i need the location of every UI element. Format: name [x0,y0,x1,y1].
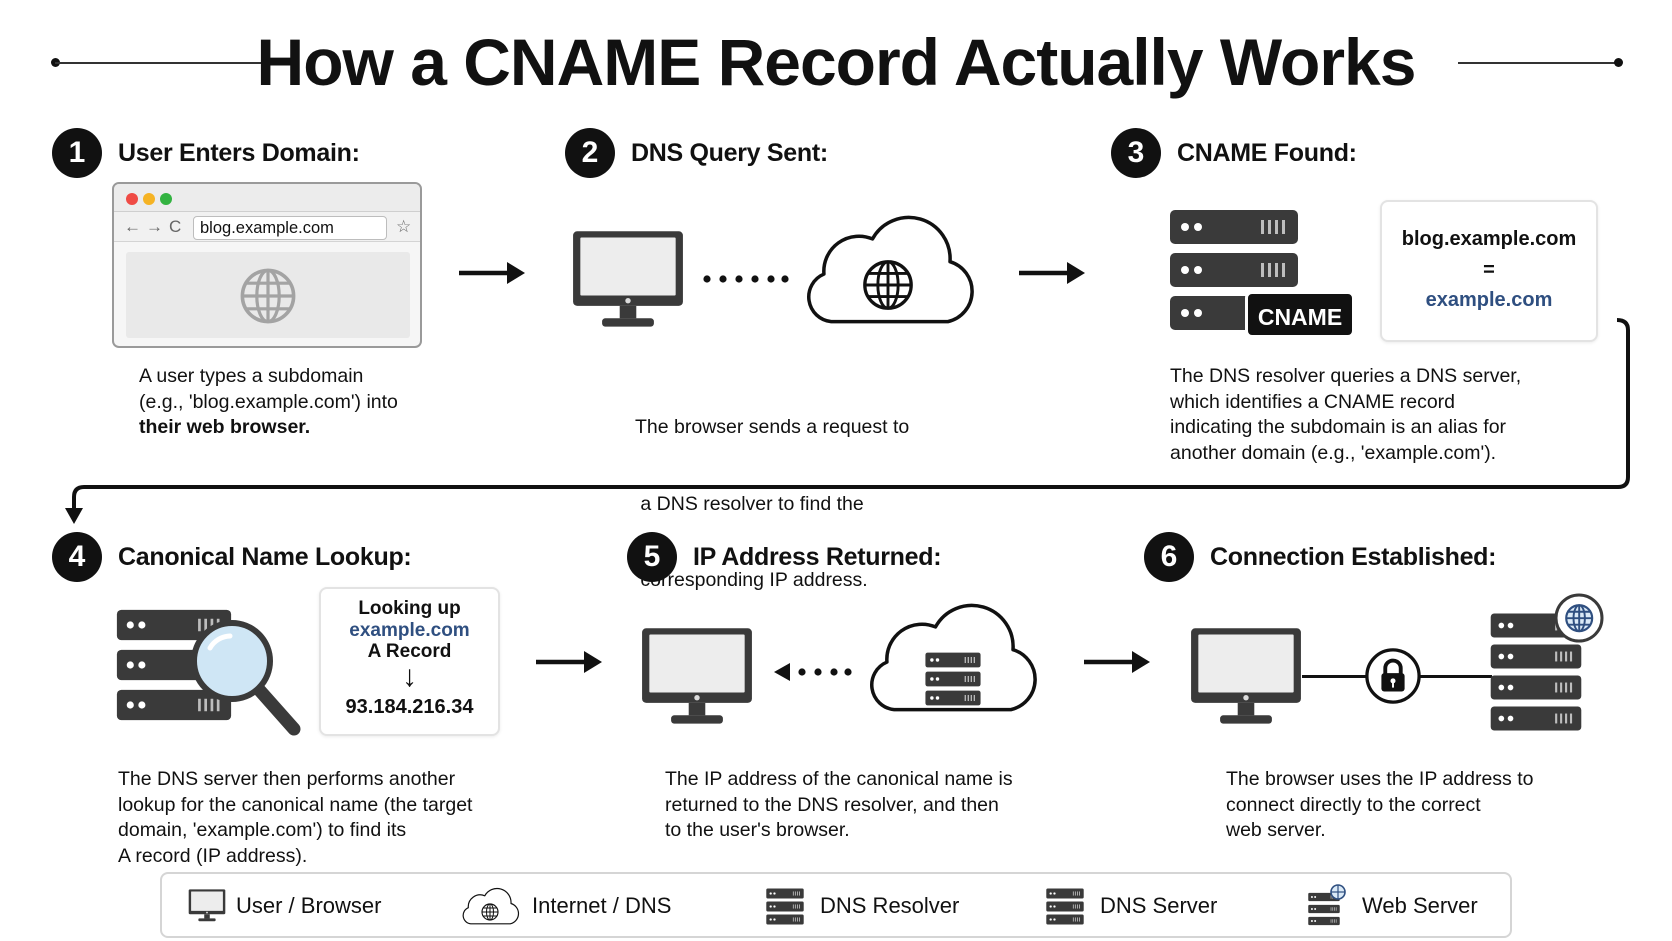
step-4-desc-line: The DNS server then performs another [118,768,456,790]
step-3-desc-line: another domain (e.g., 'example.com'). [1170,441,1497,464]
dns-server-search-icon [116,609,301,736]
step-2-desc-line: a DNS resolver to find the [635,492,864,515]
lookup-record-type: A Record [367,641,452,662]
step-6-description: The browser uses the IP address to conne… [1226,767,1606,844]
dotted-line-icon [703,275,789,283]
step-3-title: CNAME Found: [1177,139,1357,167]
legend-label-dns-server: DNS Server [1100,893,1218,918]
lookup-box: Looking up example.com A Record ↓ 93.184… [319,587,500,736]
dns-server-icon [925,652,981,706]
step-5-desc-line: The IP address of the canonical name is [665,768,1013,790]
step-6-title: Connection Established: [1210,543,1497,571]
step-2-desc-line: The browser sends a request to [635,416,910,438]
step-2-desc-line: corresponding IP address. [635,569,868,591]
legend-label-internet-dns: Internet / DNS [532,893,672,918]
cname-mapping-box: blog.example.com = example.com [1380,200,1598,342]
title-right-rule [1458,62,1618,64]
step-1-description: A user types a subdomain (e.g., 'blog.ex… [139,364,459,441]
step-6-desc-line: The browser uses the IP address to [1226,768,1534,790]
arrow-2-to-3-icon [1017,258,1087,288]
browser-window: ← → C blog.example.com ☆ [112,182,422,348]
maximize-dot-icon [160,193,172,205]
step-5-badge: 5 [627,532,677,582]
step-5-title: IP Address Returned: [693,543,942,571]
title-right-dot [1614,58,1623,67]
row-connector-arrow [65,318,1630,524]
step-6-desc-line: connect directly to the correct [1226,793,1481,816]
dns-server-icon [1046,888,1084,925]
step-3-desc-line: The DNS resolver queries a DNS server, [1170,365,1522,387]
browser-toolbar: ← → C blog.example.com ☆ [114,212,420,242]
step-1-desc-line: A user types a subdomain [139,365,364,387]
step-3-description: The DNS resolver queries a DNS server, w… [1170,364,1590,466]
legend-label-web-server: Web Server [1362,893,1478,918]
back-arrow-icon: ← [124,217,141,236]
step-4-title: Canonical Name Lookup: [118,543,412,571]
minimize-dot-icon [143,193,155,205]
lookup-ip-address: 93.184.216.34 [345,696,474,718]
step-1-badge: 1 [52,128,102,178]
step-4-desc-line: domain, 'example.com') to find its [118,819,407,841]
monitor-icon [1189,626,1303,730]
web-server-icon [1308,884,1346,926]
step-5-desc-line: to the user's browser. [665,819,850,841]
step-3-badge: 3 [1111,128,1161,178]
step-3-desc-line: which identifies a CNAME record [1170,390,1456,413]
step-3-desc-line: indicating the subdomain is an alias for [1170,416,1507,438]
step-5-description: The IP address of the canonical name is … [665,767,1065,844]
globe-icon [859,256,917,314]
bookmark-star-icon: ☆ [396,217,412,236]
monitor-icon [640,626,754,730]
step-2-badge: 2 [565,128,615,178]
lock-icon [1364,647,1422,705]
step-4-desc-line: lookup for the canonical name (the targe… [118,793,473,816]
step-4-badge: 4 [52,532,102,582]
dotted-return-arrow-icon [774,663,852,681]
step-1-desc-line: (e.g., 'blog.example.com') into [139,390,398,413]
lookup-label: Looking up [358,598,461,619]
title-left-rule [55,62,277,64]
forward-arrow-icon: → [146,217,163,236]
arrow-4-to-5-icon [534,647,604,677]
lookup-domain: example.com [349,620,470,641]
arrow-1-to-2-icon [457,258,527,288]
step-5-desc-line: returned to the DNS resolver, and then [665,793,999,816]
step-4-description: The DNS server then performs another loo… [118,767,518,869]
globe-icon [480,902,500,922]
step-2-description: The browser sends a request to a DNS res… [635,364,965,619]
step-4-desc-line: A record (IP address). [118,844,308,867]
step-6-badge: 6 [1144,532,1194,582]
cname-target: example.com [1425,289,1553,311]
reload-icon: C [169,217,182,236]
close-dot-icon [126,193,138,205]
arrow-5-to-6-icon [1082,647,1152,677]
step-2-title: DNS Query Sent: [631,139,828,167]
legend: User / Browser Internet / DNS DNS Resolv… [160,872,1512,938]
step-1-title: User Enters Domain: [118,139,360,167]
down-arrow-icon: ↓ [402,660,417,693]
legend-label-dns-resolver: DNS Resolver [820,893,960,918]
cname-tag: CNAME [1245,291,1355,338]
globe-badge-icon [1554,593,1604,643]
cname-alias: blog.example.com [1401,228,1577,250]
resolver-server-icon [766,888,804,925]
step-1-desc-line: their web browser. [139,416,311,438]
cname-equals: = [1483,259,1495,281]
step-6-desc-line: web server. [1226,819,1326,841]
monitor-icon [188,888,226,924]
url-bar: blog.example.com [193,216,387,240]
browser-titlebar [114,184,420,212]
page-title: How a CNAME Record Actually Works [256,25,1417,99]
legend-label-user-browser: User / Browser [236,893,382,918]
